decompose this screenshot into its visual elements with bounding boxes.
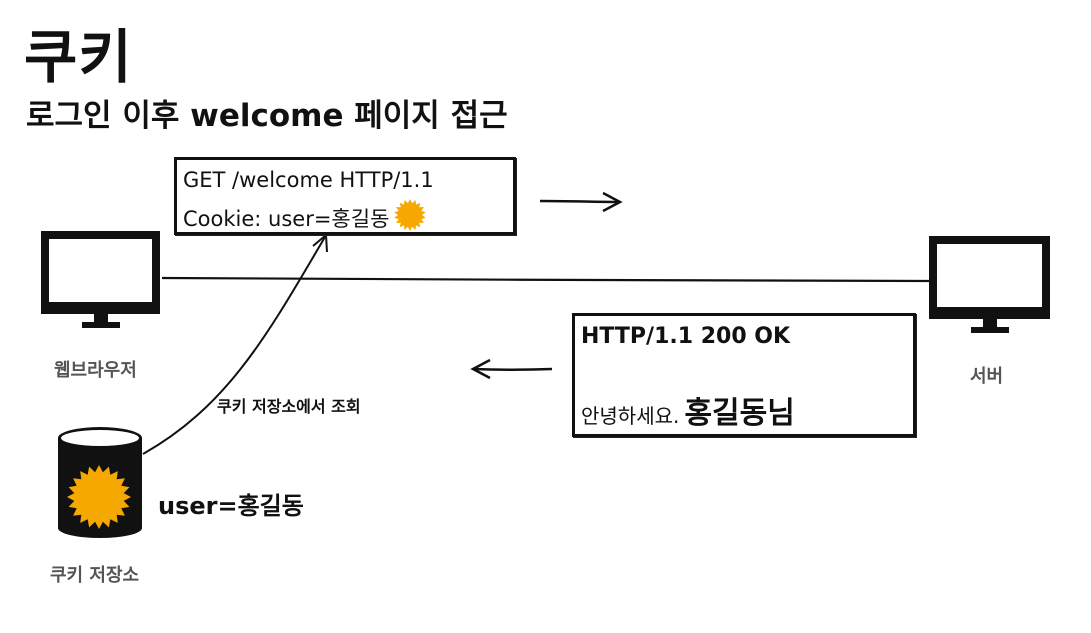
cookie-header-text: Cookie: user=홍길동 bbox=[183, 207, 390, 231]
connection-line bbox=[161, 276, 930, 283]
greeting-prefix: 안녕하세요. bbox=[581, 404, 680, 428]
response-greeting: 안녕하세요. 홍길동님 bbox=[581, 388, 795, 432]
greeting-name: 홍길동님 bbox=[684, 396, 795, 431]
request-line: GET /welcome HTTP/1.1 bbox=[183, 168, 434, 192]
monitor-icon bbox=[929, 236, 1050, 333]
arrow-right-icon bbox=[539, 191, 623, 213]
cookie-sun-icon bbox=[67, 465, 131, 529]
page-subtitle: 로그인 이후 welcome 페이지 접근 bbox=[26, 98, 508, 134]
arrow-left-icon bbox=[470, 358, 553, 380]
stored-cookie-value: user=홍길동 bbox=[158, 492, 304, 520]
cookie-sun-shape bbox=[394, 199, 427, 231]
response-status-line: HTTP/1.1 200 OK bbox=[581, 324, 791, 349]
browser-label: 웹브라우저 bbox=[54, 360, 137, 381]
monitor-icon bbox=[41, 231, 160, 328]
cookie-sun-shape bbox=[67, 465, 131, 529]
request-message-box: GET /welcome HTTP/1.1 Cookie: user=홍길동 bbox=[174, 157, 516, 235]
cookie-sun-icon bbox=[394, 199, 427, 231]
cookie-store-label: 쿠키 저장소 bbox=[50, 565, 140, 586]
response-message-box: HTTP/1.1 200 OK 안녕하세요. 홍길동님 bbox=[572, 313, 916, 437]
server-label: 서버 bbox=[970, 366, 1004, 387]
page-title: 쿠키 bbox=[24, 23, 133, 91]
cookie-header: Cookie: user=홍길동 bbox=[183, 198, 427, 233]
lookup-label: 쿠키 저장소에서 조회 bbox=[217, 397, 361, 416]
lookup-arrow bbox=[142, 232, 328, 455]
